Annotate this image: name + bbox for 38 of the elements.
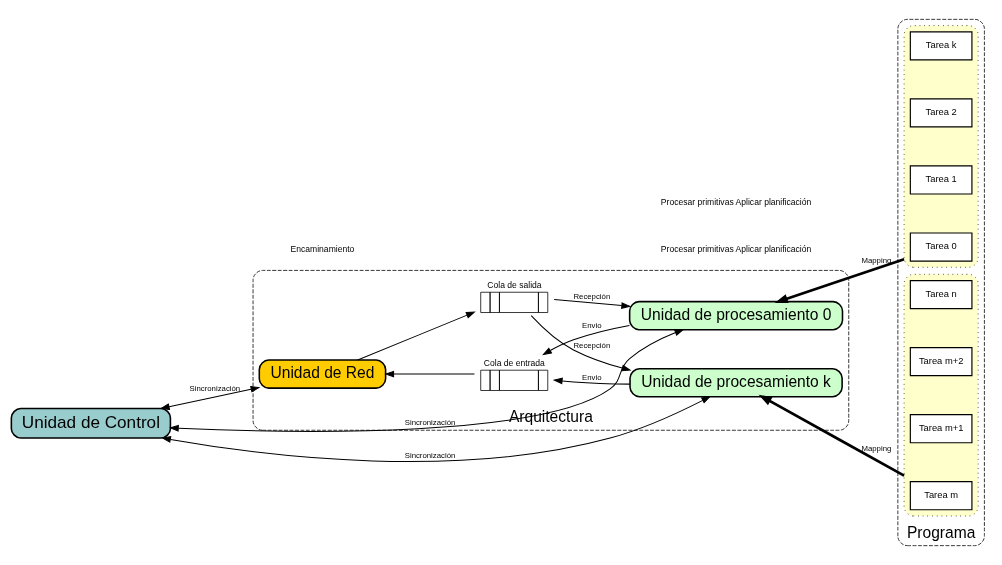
edge-label: Sincronización xyxy=(404,451,456,461)
label: Encaminamiento xyxy=(290,244,355,255)
edge-label: Envio xyxy=(582,321,602,331)
arrow xyxy=(774,257,905,304)
cluster xyxy=(903,25,979,268)
edge-label: Sincronización xyxy=(404,417,456,427)
node-box: Unidad de procesamiento k xyxy=(629,367,843,398)
arrow xyxy=(161,396,712,463)
label: Procesar primitivas Aplicar planificación xyxy=(660,196,812,207)
cluster xyxy=(903,273,979,517)
node-box: Tarea k xyxy=(909,31,973,61)
arrow xyxy=(530,315,632,372)
node-box: Tarea 2 xyxy=(909,98,973,128)
arrow xyxy=(168,329,685,432)
node-box: Tarea m xyxy=(909,481,973,511)
node-label: Cola de salida xyxy=(487,280,542,291)
node-box: Tarea m+2 xyxy=(909,347,973,377)
arrow xyxy=(159,385,261,410)
node-box: Tarea 1 xyxy=(909,165,973,195)
node-box: Unidad de Red xyxy=(258,359,387,389)
node-box: Unidad de procesamiento 0 xyxy=(628,300,844,331)
arrow xyxy=(357,311,476,361)
node-box: Unidad de Control xyxy=(10,407,172,439)
arrow xyxy=(542,325,630,356)
node-box: Tarea m+1 xyxy=(909,414,973,444)
node-box: Tarea n xyxy=(909,279,973,310)
edge-label: Sincronización xyxy=(189,384,241,394)
edge-label: Recepción xyxy=(573,340,611,350)
node-label: Cola de entrada xyxy=(483,358,545,369)
arrow xyxy=(553,299,632,309)
edge-label: Mapping xyxy=(861,443,892,453)
label: Procesar primitivas Aplicar planificación xyxy=(660,244,812,255)
arrow xyxy=(384,370,475,378)
edge-label: Envio xyxy=(582,372,602,382)
arrow xyxy=(758,394,905,477)
arrow xyxy=(552,377,631,385)
edge-label: Recepción xyxy=(573,292,611,302)
node-box: Tarea 0 xyxy=(909,232,973,262)
